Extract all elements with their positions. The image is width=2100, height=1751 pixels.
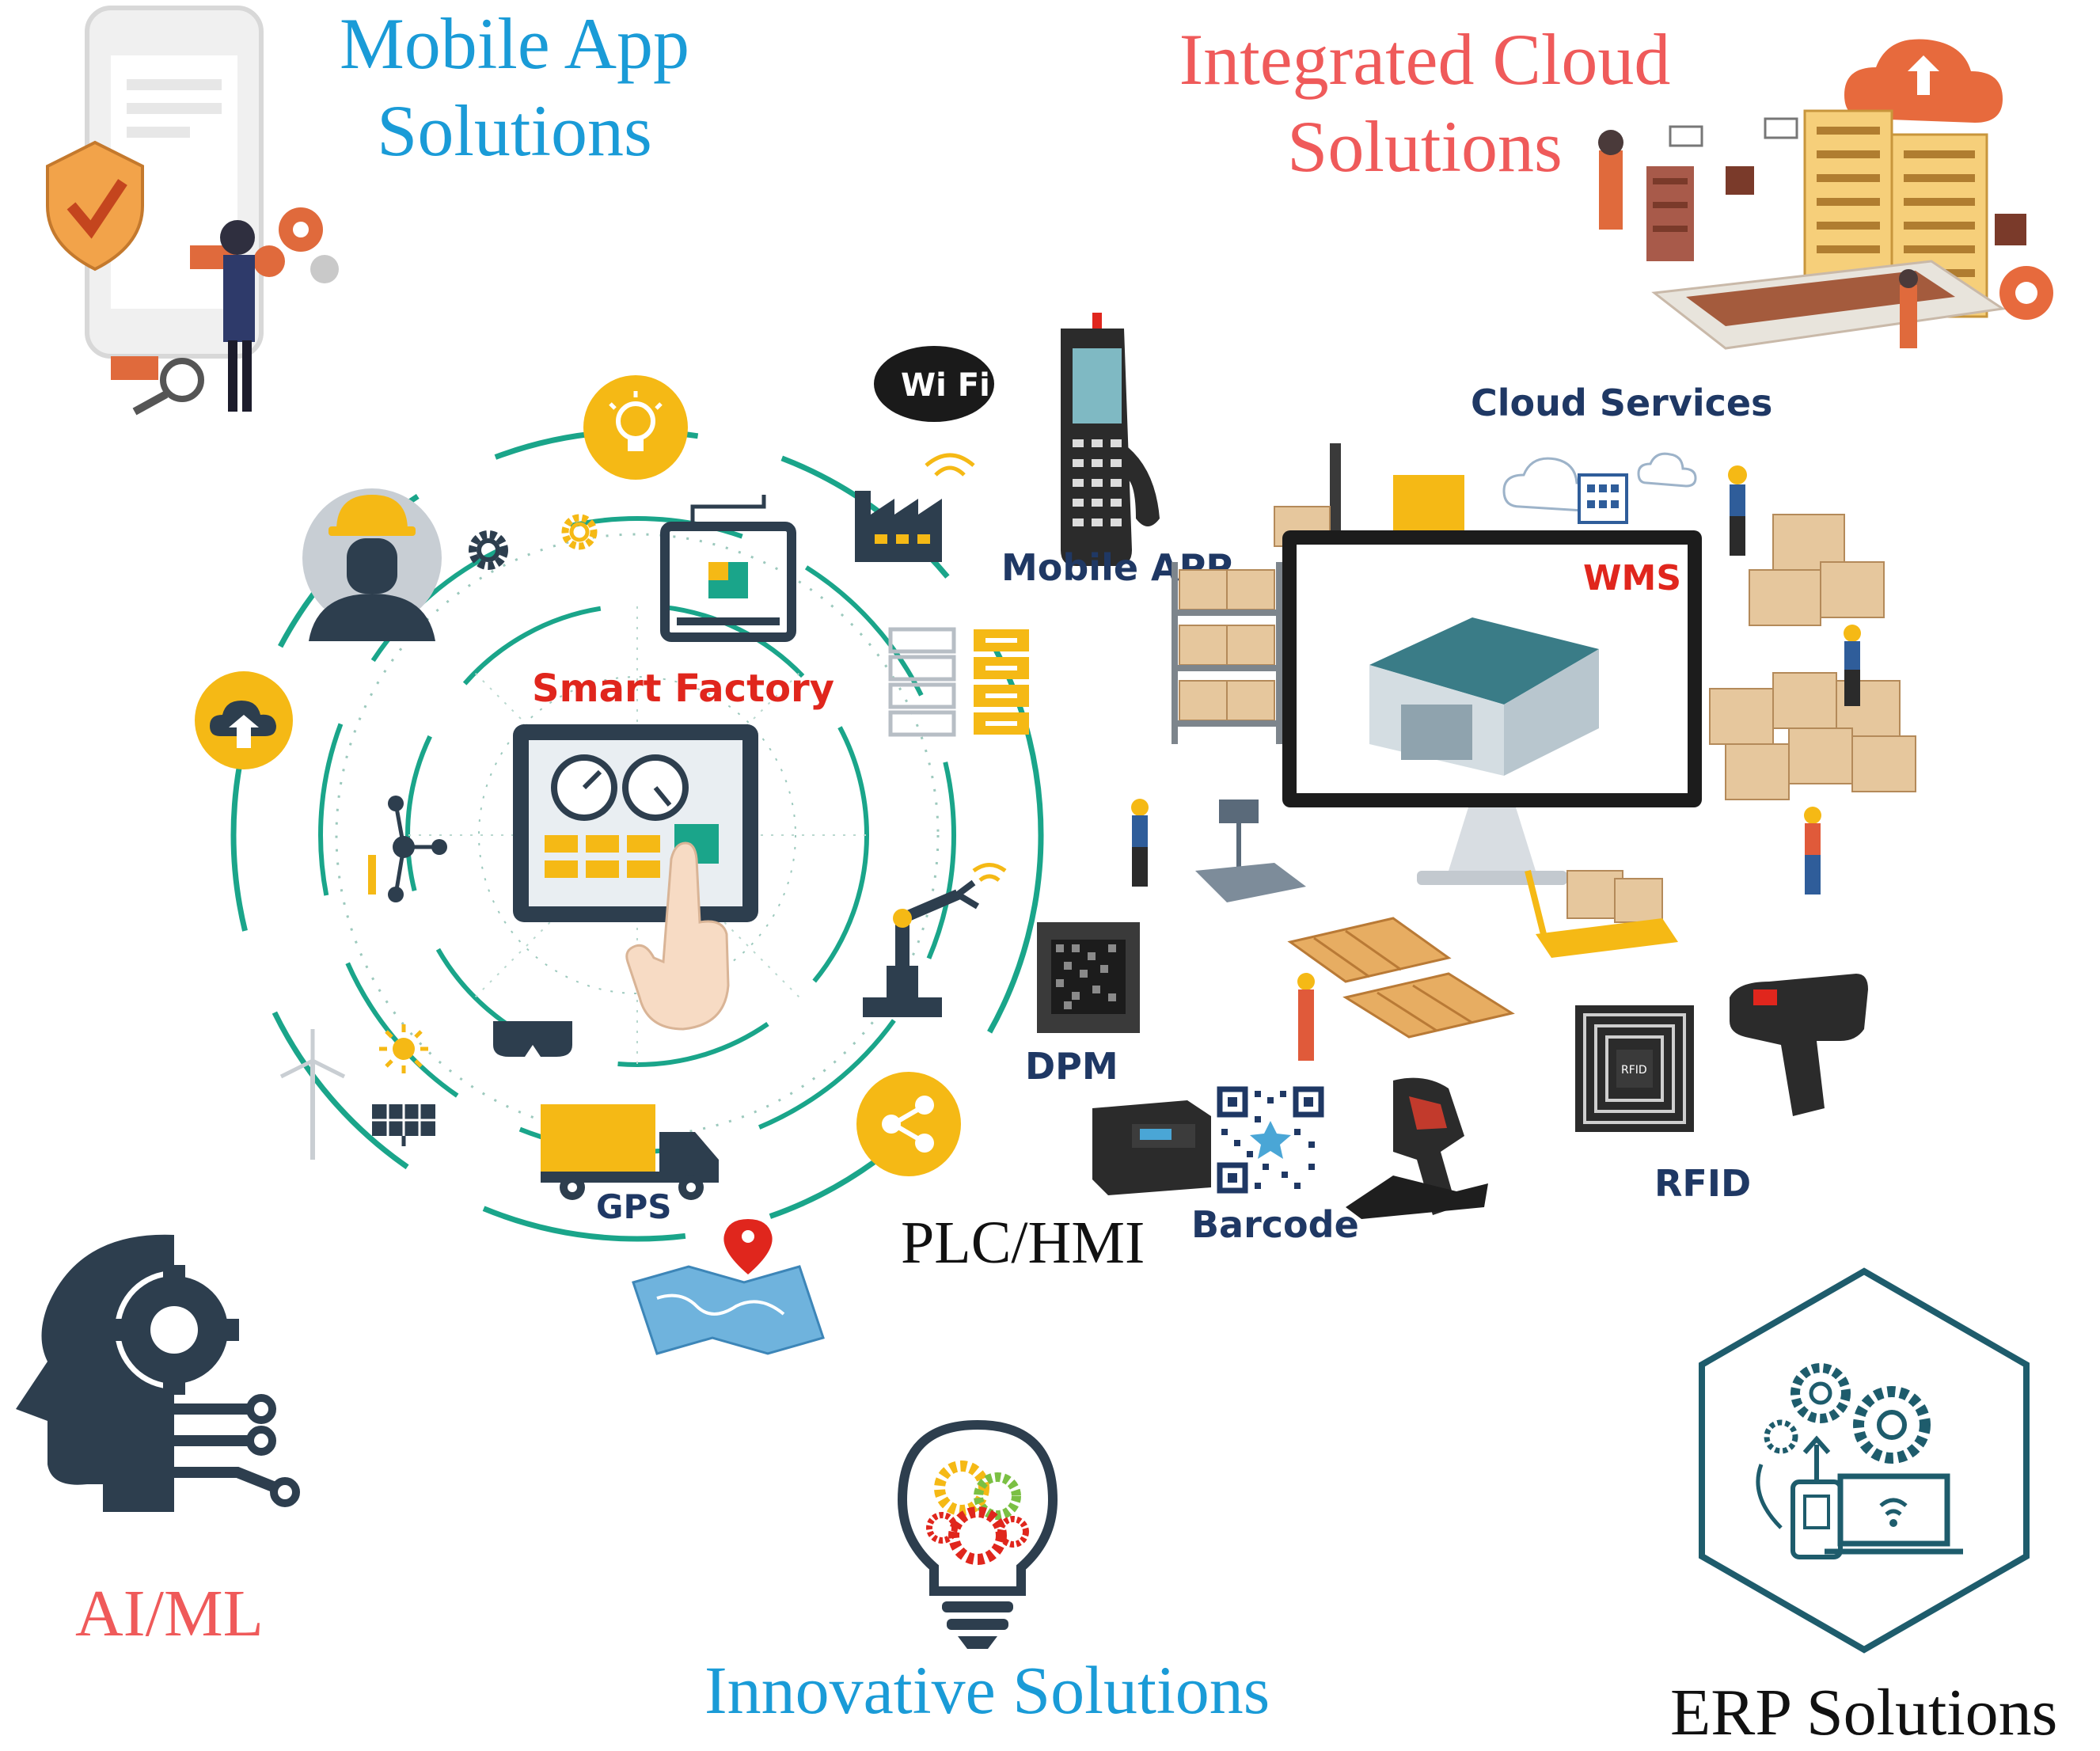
lightbulb-icon [583, 375, 688, 480]
cloud-heading-line2: Solutions [1287, 106, 1563, 188]
mobile-app-heading-line1: Mobile App [339, 3, 690, 84]
barcode-scanner-icon [1346, 1077, 1488, 1219]
erp-heading: ERP Solutions [1670, 1676, 2058, 1749]
mobile-app-heading-line2: Solutions [377, 90, 652, 172]
gear-small-icon [561, 514, 598, 550]
plc-hmi-label: PLC/HMI [901, 1210, 1145, 1276]
mobile-app-illustration [46, 6, 339, 416]
gear-icon [469, 530, 508, 570]
3d-printer-icon [660, 495, 796, 642]
rfid-tag-text: RFID [1621, 1064, 1647, 1077]
ai-ml-heading: AI/ML [75, 1577, 264, 1650]
qr-code-icon [1215, 1084, 1326, 1195]
dpm-label: DPM [1025, 1045, 1118, 1088]
mobile-app-heading: Mobile App Solutions [317, 0, 712, 175]
solar-panel-icon [372, 1104, 435, 1146]
cloud-services-label: Cloud Services [1471, 382, 1773, 424]
share-icon [856, 1072, 961, 1176]
cloud-heading-line1: Integrated Cloud [1179, 19, 1671, 100]
ai-head-gear-icon [16, 1234, 300, 1512]
worker-icon [302, 488, 442, 641]
dpm-code-icon [1037, 922, 1140, 1033]
rfid-label: RFID [1654, 1162, 1752, 1205]
wind-turbine-icon [279, 1029, 346, 1160]
smart-factory-label: Smart Factory [532, 667, 835, 711]
rfid-reader-icon [1730, 974, 1868, 1116]
cloud-illustration [1598, 39, 2053, 350]
truck-icon [541, 1104, 719, 1200]
wifi-logo-icon: Wi Fi [874, 346, 994, 422]
wms-label: WMS [1583, 558, 1682, 598]
wifi-logo-text: Wi Fi [901, 367, 990, 404]
pallets-icon [1287, 917, 1515, 1061]
network-nodes-icon [368, 796, 447, 902]
rfid-tag-icon: RFID [1575, 1005, 1694, 1132]
hmi-touch-panel-icon [513, 724, 758, 1031]
vr-headset-icon [493, 1021, 572, 1057]
handheld-scanner-icon [1061, 313, 1160, 566]
gps-label: GPS [596, 1187, 672, 1226]
server-rack-icon [888, 627, 1029, 737]
erp-hexagon-icon [1699, 1267, 2030, 1654]
innovative-heading: Innovative Solutions [704, 1652, 1270, 1728]
barcode-label: Barcode [1191, 1203, 1359, 1246]
innovation-bulb-icon [897, 1419, 1058, 1649]
cloud-heading: Integrated Cloud Solutions [1140, 16, 1710, 191]
sun-icon [379, 1024, 428, 1073]
robot-arm-icon [863, 863, 1007, 1017]
map-pin-icon [632, 1219, 825, 1355]
label-printer-icon [1092, 1100, 1211, 1195]
warehouse-monitor-icon [1131, 443, 1916, 958]
cloud-upload-icon [195, 671, 293, 769]
factory-wifi-icon [855, 453, 975, 562]
